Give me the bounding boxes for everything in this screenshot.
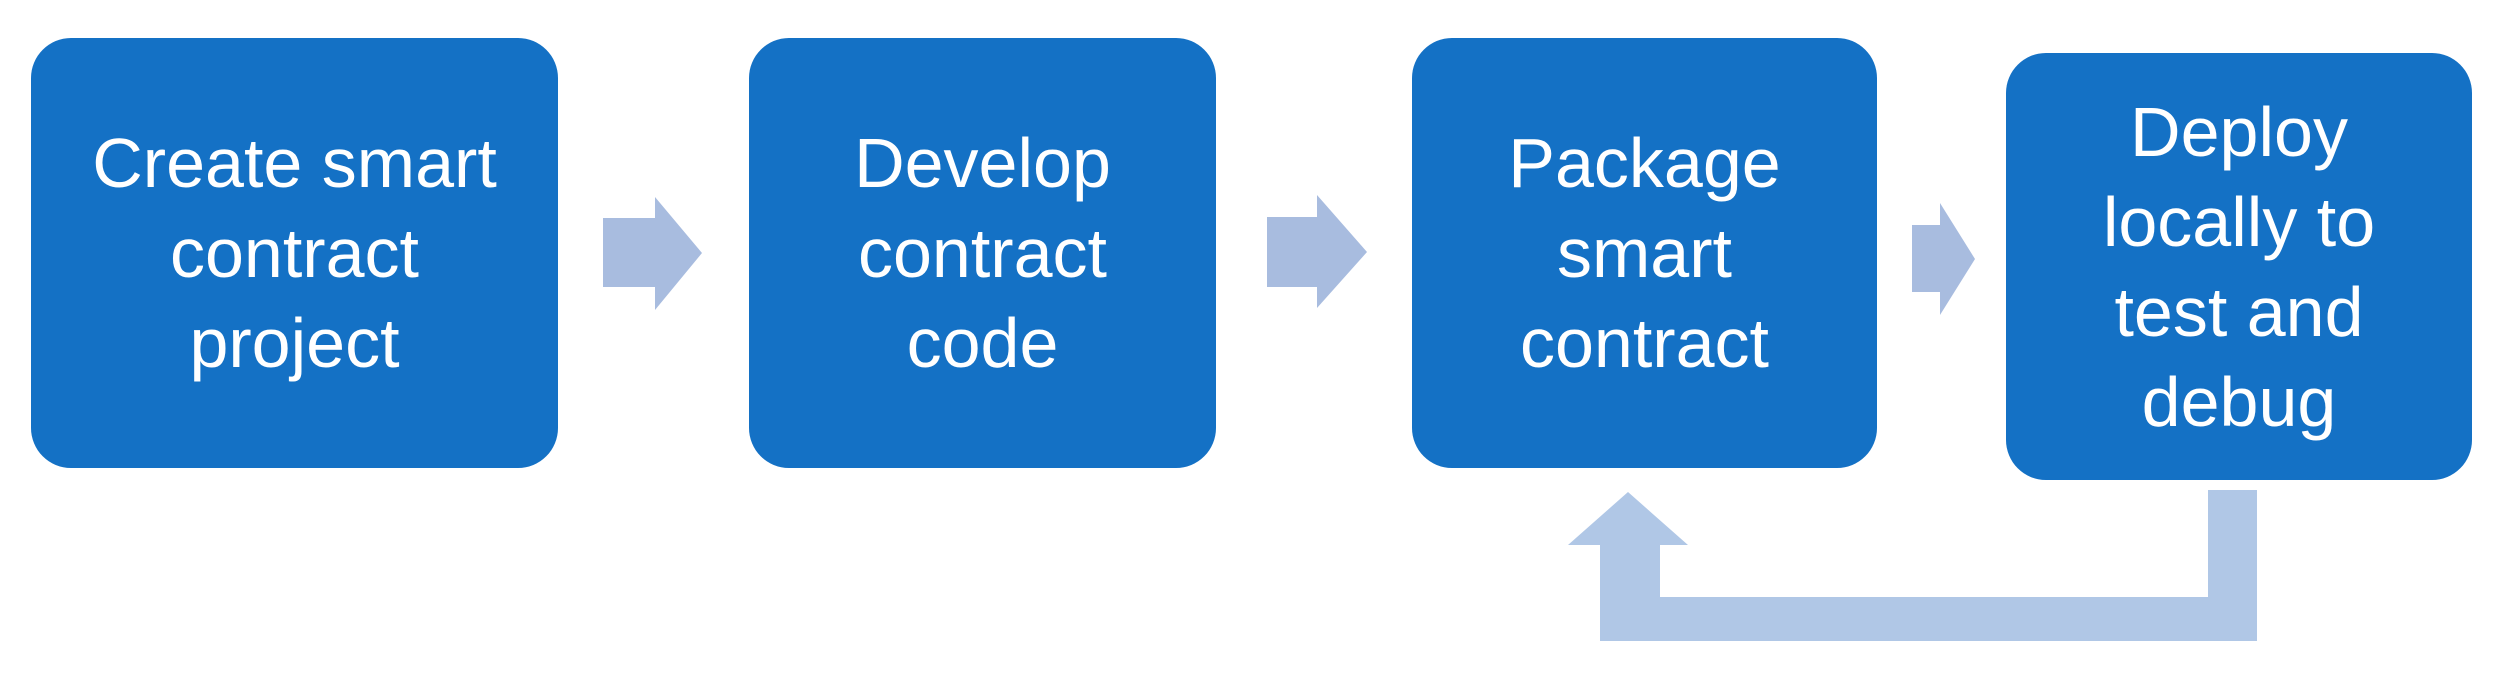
flow-step-label: Develop contract code [854, 124, 1111, 382]
forward-arrow-3-icon [1912, 203, 1975, 315]
flow-step-label: Package smart contract [1508, 124, 1781, 382]
flow-step-deploy-test-debug: Deploy locally to test and debug [2006, 53, 2472, 480]
flow-step-label: Deploy locally to test and debug [2102, 92, 2376, 441]
forward-arrow-1-icon [603, 197, 702, 310]
flow-step-label: Create smart contract project [92, 124, 497, 382]
forward-arrow-2-icon [1267, 195, 1367, 308]
flow-step-create-project: Create smart contract project [31, 38, 558, 468]
feedback-loop-arrow-icon [1568, 490, 2257, 641]
flow-step-develop-code: Develop contract code [749, 38, 1216, 468]
flow-step-package-contract: Package smart contract [1412, 38, 1877, 468]
